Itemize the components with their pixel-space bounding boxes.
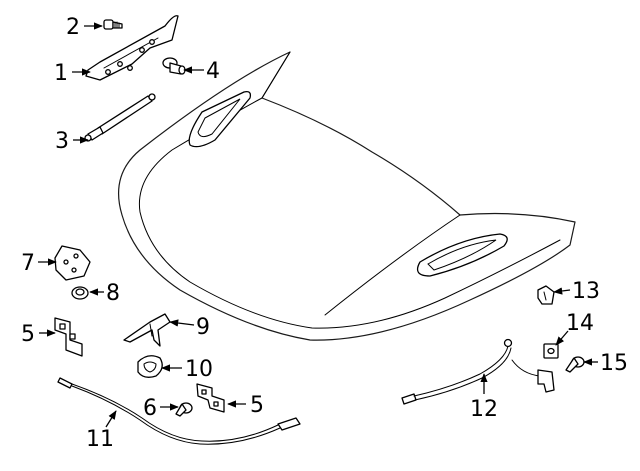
callout-13: 13 [572,279,600,304]
striker-9 [123,313,171,347]
callout-1: 1 [54,61,68,86]
callout-5a: 5 [21,322,35,347]
callout-8: 8 [106,281,120,306]
callout-3: 3 [55,129,69,154]
clip-13 [537,285,555,305]
release-cable [57,377,301,445]
grommet-10 [137,355,163,378]
bolt-15 [565,356,585,373]
hood-panel [118,51,576,341]
nut-14 [543,343,559,359]
bumper-pad-7 [54,245,91,281]
callout-14: 14 [566,311,594,336]
nut-8 [71,286,89,300]
bracket-5-right [196,383,225,413]
callout-15: 15 [600,351,628,376]
bracket-5-left [54,317,83,357]
callout-9: 9 [196,315,210,340]
hood-latch [401,338,555,405]
hood-hinge [85,15,179,81]
bolt-6 [175,402,193,417]
callout-11: 11 [86,427,114,452]
clip-4 [162,57,186,75]
hood-strut [84,93,156,142]
callout-7: 7 [21,251,35,276]
callout-labels: 1 2 3 4 5 5 6 7 8 9 10 11 12 13 14 15 [21,15,628,452]
callout-5b: 5 [250,393,264,418]
bolt-2 [103,19,123,30]
callout-2: 2 [66,15,80,40]
leader-lines [38,22,598,428]
callout-10: 10 [185,357,213,382]
callout-4: 4 [206,59,220,84]
callout-12: 12 [470,397,498,422]
callout-6: 6 [143,396,157,421]
